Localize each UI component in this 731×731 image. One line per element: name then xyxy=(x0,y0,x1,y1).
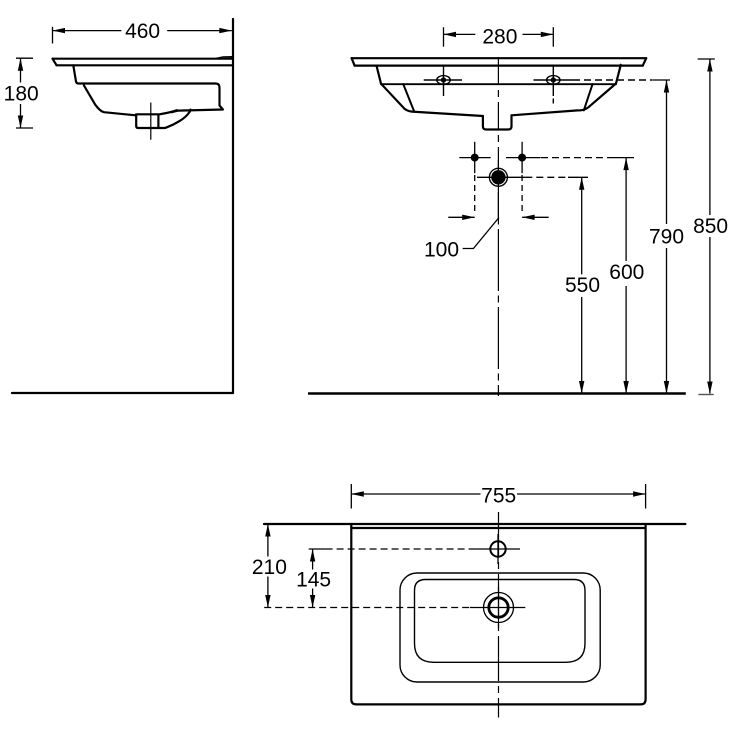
svg-text:280: 280 xyxy=(482,26,517,49)
svg-text:790: 790 xyxy=(649,225,684,248)
svg-text:145: 145 xyxy=(296,569,331,592)
svg-text:550: 550 xyxy=(565,274,600,297)
svg-text:100: 100 xyxy=(424,238,459,261)
svg-text:755: 755 xyxy=(481,484,516,507)
svg-text:210: 210 xyxy=(252,556,287,579)
svg-text:180: 180 xyxy=(4,83,39,106)
svg-text:850: 850 xyxy=(693,215,728,238)
svg-text:460: 460 xyxy=(125,20,160,43)
svg-text:600: 600 xyxy=(609,261,644,284)
